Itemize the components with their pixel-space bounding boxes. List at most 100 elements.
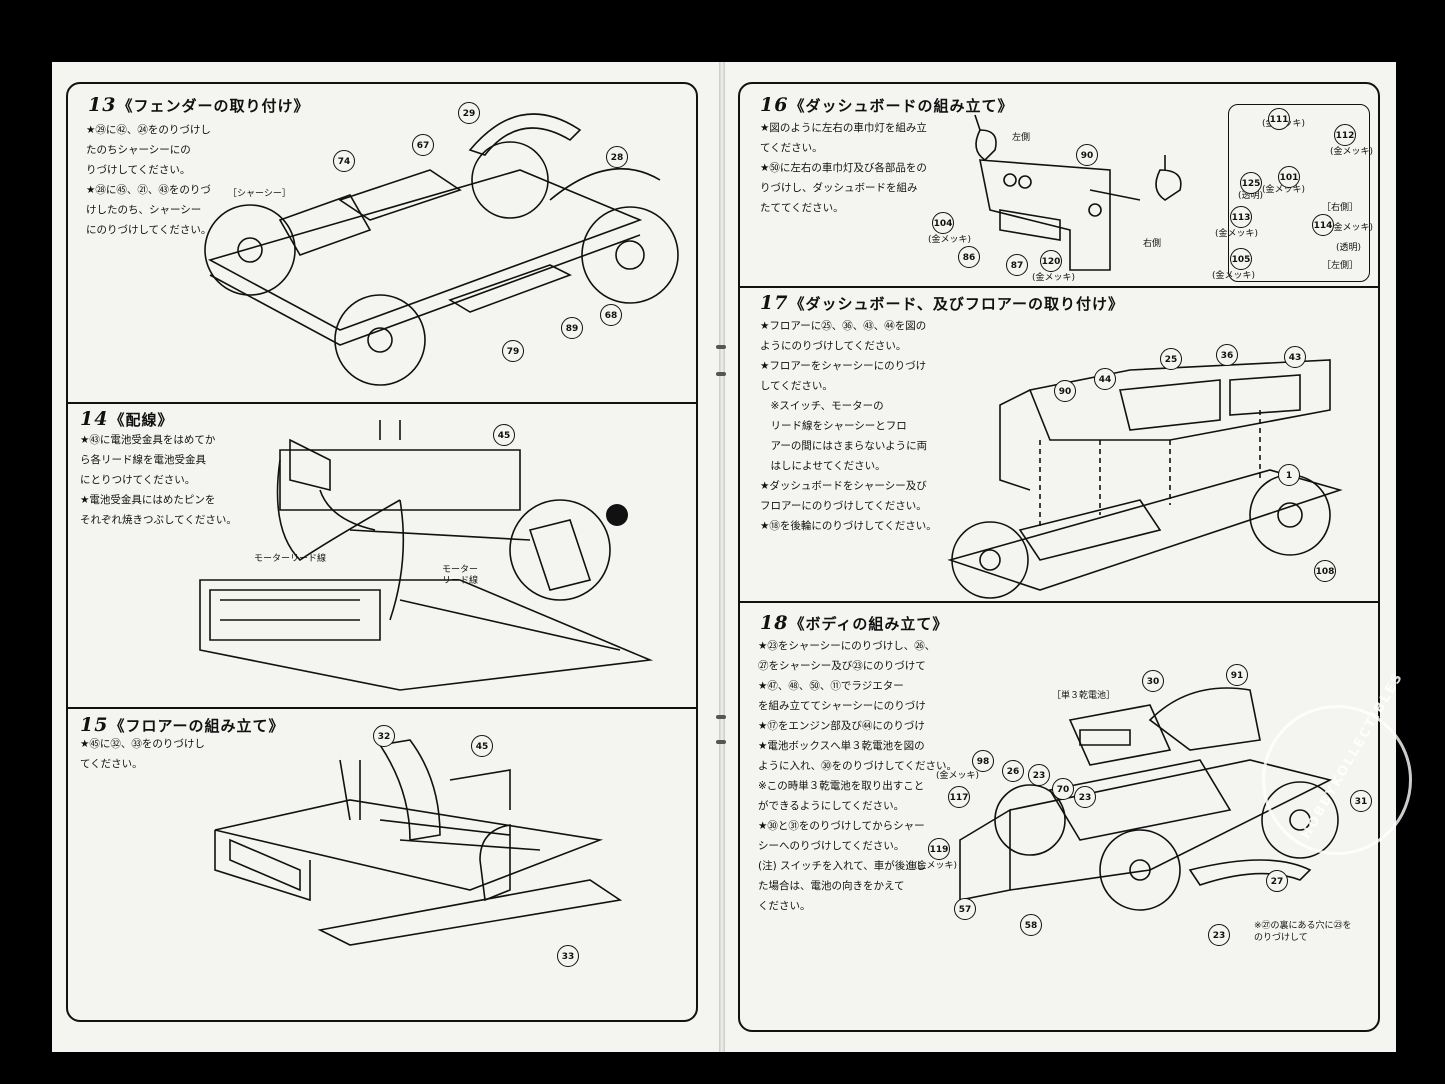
step-title: 17《ダッシュボード、及びフロアーの取り付け》 (760, 292, 1124, 314)
instruction-line: てください。 (760, 142, 823, 154)
warning-icon (606, 504, 628, 526)
instruction-line: リード線をシャーシーとフロ (760, 420, 907, 432)
part-number: 125 (1240, 172, 1262, 194)
part-number: 26 (1002, 760, 1024, 782)
instruction-line: ㉗をシャーシー及び㉓にのりづけて (758, 660, 926, 672)
instruction-line: ように入れ、㉚をのりづけしてください。 (758, 760, 957, 772)
part-number: 112 (1334, 124, 1356, 146)
part-number: 32 (373, 725, 395, 747)
staple (716, 372, 726, 376)
staple (716, 715, 726, 719)
chassis-fender-illustration (204, 113, 679, 386)
instruction-line: シーへのりづけしてください。 (758, 840, 905, 852)
part-number: 98 (972, 750, 994, 772)
part-number: 67 (412, 134, 434, 156)
divider (66, 402, 698, 404)
divider (738, 601, 1380, 603)
chrome-label: (金メッキ) (1212, 271, 1256, 281)
instruction-line: ★図のように左右の車巾灯を組み立 (760, 122, 927, 134)
part-number: 119 (928, 838, 950, 860)
instruction-line: ★電池受金具にはめたピンを (80, 494, 216, 506)
instruction-line: ★㊼、㊽、㊿、⑪でラジエター (758, 680, 904, 692)
clear-label: (透明) (1238, 191, 1264, 201)
part-number: 79 (502, 340, 524, 362)
dashboard-illustration (974, 114, 1182, 271)
lamp-detail-box (1228, 104, 1370, 282)
step-heading: 《フロアーの組み立て》 (109, 717, 285, 735)
instruction-line: ★電池ボックスへ単３乾電池を図の (758, 740, 925, 752)
step-heading: 《配線》 (109, 411, 174, 429)
part-number: 27 (1266, 870, 1288, 892)
part-number: 45 (471, 735, 493, 757)
part-number: 68 (600, 304, 622, 326)
part-number: 105 (1230, 248, 1252, 270)
chrome-label: (金メッキ) (914, 861, 958, 871)
watermark-seal (1262, 705, 1412, 855)
part-number: 1 (1278, 464, 1300, 486)
instruction-line: ★⑱を後輪にのりづけしてください。 (760, 520, 937, 532)
right-side-label: ［右側］ (1322, 203, 1359, 213)
chrome-label: (金メッキ) (1330, 223, 1374, 233)
part-number: 25 (1160, 348, 1182, 370)
chrome-label: (金メッキ) (1330, 147, 1374, 157)
clear-label: (透明) (1336, 243, 1362, 253)
step-heading: 《フェンダーの取り付け》 (117, 97, 310, 115)
right-side-label: 右側 (1143, 239, 1162, 249)
part-number: 111 (1268, 108, 1290, 130)
part-number: 23 (1074, 786, 1096, 808)
instruction-line: りづけし、ダッシュボードを組み (760, 182, 918, 194)
step-title: 18《ボディの組み立て》 (760, 612, 948, 634)
instruction-line: ください。 (758, 900, 811, 912)
chrome-label: (金メッキ) (928, 235, 972, 245)
chrome-label: (金メッキ) (936, 771, 980, 781)
chrome-label: (金メッキ) (1032, 273, 1076, 283)
instruction-line: たててください。 (760, 202, 844, 214)
instruction-list: ★フロアーに㉕、㊱、㊸、㊹を図の ようにのりづけしてください。 ★フロアーをシャ… (760, 316, 937, 536)
part-number: 44 (1094, 368, 1116, 390)
battery-label: ［単３乾電池］ (1052, 691, 1116, 701)
instruction-line: ★㊺に㉜、㉝をのりづけし (80, 738, 205, 750)
part-number: 114 (1312, 214, 1334, 236)
instruction-line: ★フロアーに㉕、㊱、㊸、㊹を図の (760, 320, 927, 332)
step-title: 16《ダッシュボードの組み立て》 (760, 94, 1013, 116)
floor-assembly-illustration (214, 739, 623, 946)
chrome-label: (金メッキ) (1215, 229, 1259, 239)
part-number: 45 (493, 424, 515, 446)
staple (716, 740, 726, 744)
chassis-label: ［シャーシー］ (228, 189, 291, 199)
part-number: 101 (1278, 166, 1300, 188)
instruction-line: けしたのち、シャーシー (86, 204, 202, 216)
instruction-line: にとりつけてください。 (80, 474, 196, 486)
instruction-line: ※この時単３乾電池を取り出すこと (758, 780, 925, 792)
instruction-line: ができるようにしてください。 (758, 800, 905, 812)
instruction-line: それぞれ焼きつぶしてください。 (80, 514, 237, 526)
part-number: 113 (1230, 206, 1252, 228)
instruction-line: ★⑰をエンジン部及び㊹にのりづけ (758, 720, 925, 732)
part-number: 23 (1208, 924, 1230, 946)
step-number: 16 (760, 94, 789, 116)
part-number: 36 (1216, 344, 1238, 366)
instruction-list: ★図のように左右の車巾灯を組み立 てください。 ★㊿に左右の車巾灯及び各部品をの… (760, 118, 927, 218)
step-heading: 《ボディの組み立て》 (789, 615, 949, 633)
instruction-line: ★㉓をシャーシーにのりづけし、㉖、 (758, 640, 936, 652)
part-number: 91 (1226, 664, 1248, 686)
part-number: 57 (954, 898, 976, 920)
part-number: 104 (932, 212, 954, 234)
part-number: 87 (1006, 254, 1028, 276)
instruction-line: してください。 (760, 380, 833, 392)
instruction-line: ★ダッシュボードをシャーシー及び (760, 480, 927, 492)
instruction-line: りづけしてください。 (86, 164, 191, 176)
part-number: 28 (606, 146, 628, 168)
motor-lead-label: モーターリード線 (254, 554, 327, 564)
left-page-frame (66, 82, 698, 1022)
part-number: 120 (1040, 250, 1062, 272)
left-page (52, 62, 720, 1052)
step-title: 14《配線》 (80, 408, 173, 430)
motor-lead-label: モーター リード線 (442, 565, 479, 586)
instruction-line: フロアーにのりづけしてください。 (760, 500, 927, 512)
instruction-line: はしによせてください。 (760, 460, 886, 472)
step-number: 18 (760, 612, 789, 634)
instruction-line: ※スイッチ、モーターの (760, 400, 884, 412)
part-number: 33 (557, 945, 579, 967)
instruction-line: たのちシャーシーにの (86, 144, 191, 156)
